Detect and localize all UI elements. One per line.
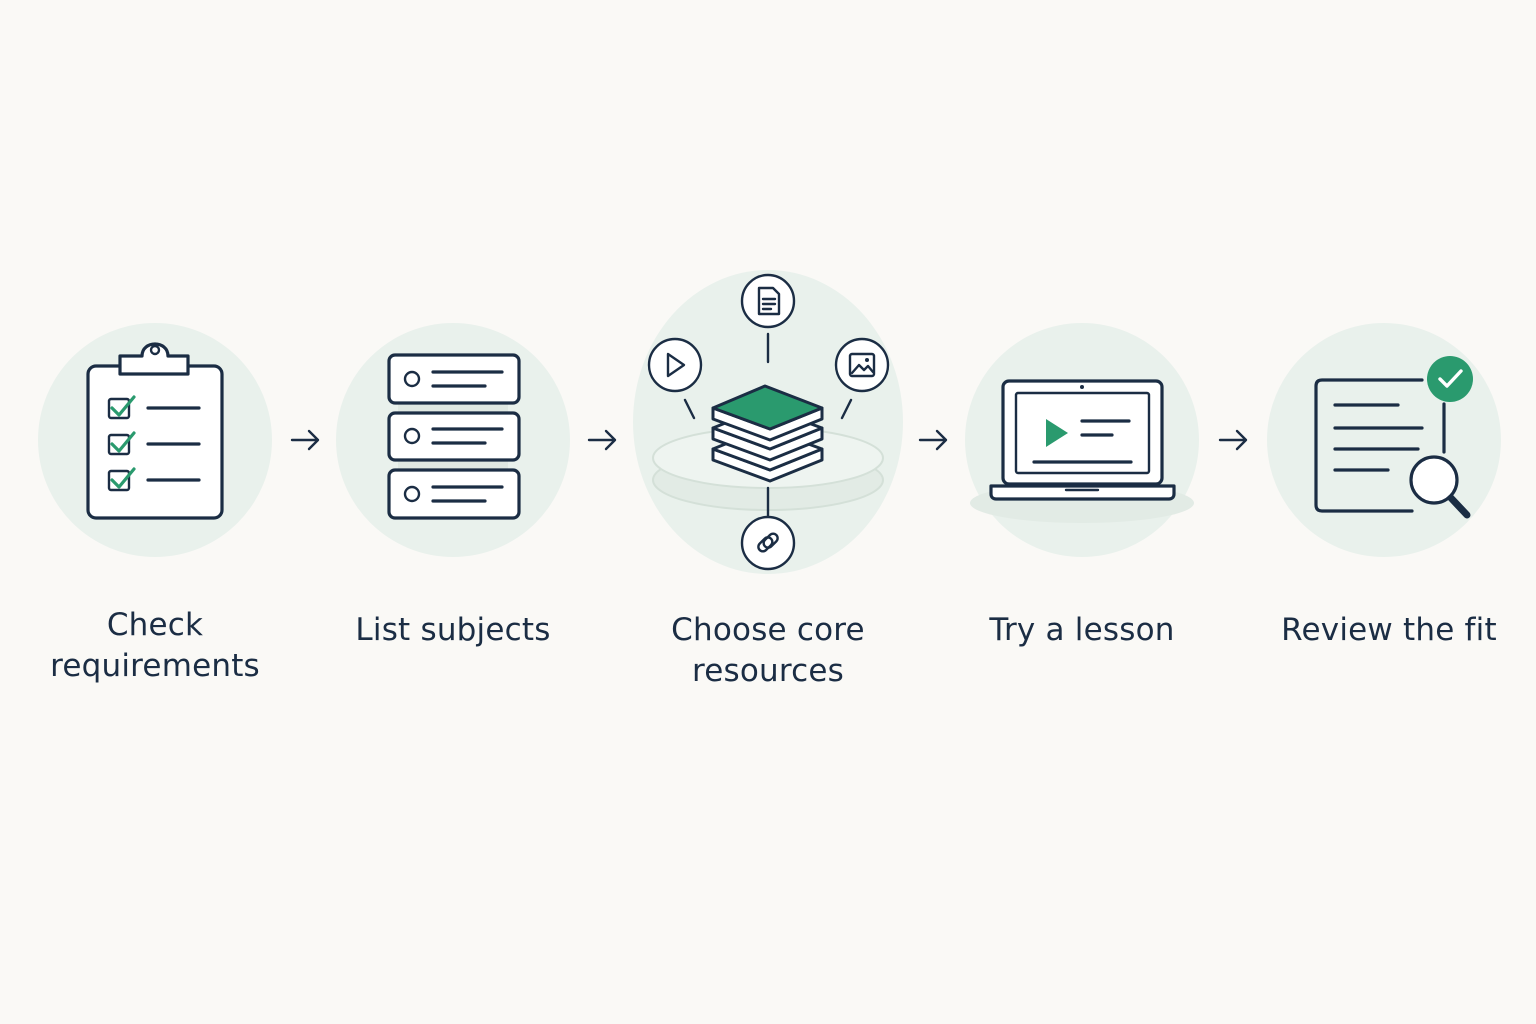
arrow-right-icon — [587, 429, 617, 451]
step-1-label: Check requirements — [50, 607, 260, 684]
step-5-label: Review the fit — [1281, 612, 1497, 648]
step-2-list-subjects — [336, 323, 570, 557]
step-3-label: Choose core resources — [671, 612, 865, 689]
play-video-icon — [647, 337, 703, 393]
step-5-circle — [1267, 323, 1501, 557]
document-review-icon — [1314, 356, 1473, 519]
image-icon — [834, 337, 890, 393]
checkmark-badge-icon — [1427, 356, 1473, 402]
connector-line — [683, 398, 696, 420]
step-3-choose-core-resources — [633, 270, 903, 574]
arrow-right-icon — [1218, 429, 1248, 451]
book-stack-icon — [711, 384, 824, 483]
step-5-review-the-fit — [1267, 323, 1501, 557]
step-1-check-requirements — [38, 323, 272, 557]
step-4-label: Try a lesson — [989, 612, 1175, 648]
arrow-right-icon — [290, 429, 320, 451]
step-4-try-a-lesson — [965, 323, 1199, 557]
clipboard-checklist-icon — [86, 342, 224, 520]
connector-line — [840, 398, 853, 420]
link-icon — [740, 515, 796, 571]
step-2-label: List subjects — [355, 612, 551, 648]
document-icon — [740, 273, 796, 329]
stacked-list-icon — [387, 353, 521, 520]
laptop-video-icon — [989, 379, 1176, 501]
arrow-right-icon — [918, 429, 948, 451]
